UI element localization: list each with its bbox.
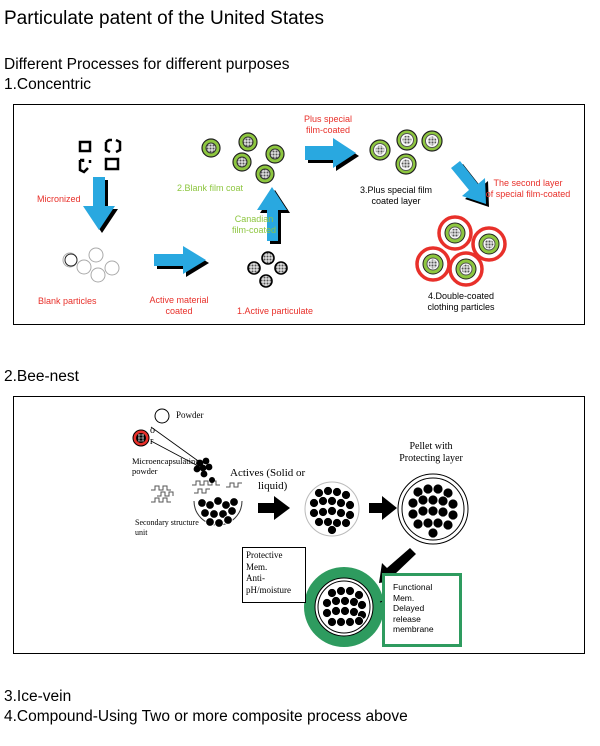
arrow-right-plus-special [305, 138, 359, 171]
functional-membrane-pellet-icon [304, 567, 384, 647]
section-heading-bee-nest: 2.Bee-nest [4, 368, 79, 385]
label-powder: Powder [176, 410, 204, 420]
page-title: Particulate patent of the United States [4, 8, 325, 29]
blank-particles-icon [62, 247, 120, 283]
page-subtitle: Different Processes for different purpos… [4, 56, 290, 73]
section-heading-ice-vein: 3.Ice-vein [4, 688, 72, 705]
raw-powder-icon [78, 138, 122, 174]
arrow-up-canadian [257, 187, 290, 244]
second-nest-icon [304, 481, 360, 537]
concentric-panel: Micronized Blank particles Active materi… [13, 104, 585, 325]
converging-lines [150, 426, 202, 468]
arrow-right-1 [258, 496, 290, 520]
label-blank-particles: Blank particles [38, 296, 97, 306]
first-nest-icon [193, 477, 243, 528]
active-particulate-icon [247, 251, 288, 288]
pellet-protecting-layer-icon [397, 473, 469, 545]
plus-special-film-icon [369, 129, 443, 175]
section-heading-concentric: 1.Concentric [4, 76, 92, 93]
blank-film-coat-icon [201, 132, 285, 184]
label-active-particulate: 1.Active particulate [237, 306, 314, 316]
label-blank-film-coat: 2.Blank film coat [177, 183, 244, 193]
arrow-right-2 [369, 496, 397, 520]
arrow-down-micronized [83, 177, 118, 233]
label-micronized: Micronized [37, 194, 81, 204]
concentric-diagram [62, 129, 507, 288]
powder-icon [154, 408, 170, 424]
secondary-structure-icon [151, 480, 242, 503]
bee-nest-diagram [132, 408, 469, 647]
microcapsule-icon [132, 429, 150, 447]
double-coated-particles-icon [415, 215, 507, 287]
arrow-right-active-coated [154, 246, 209, 277]
section-heading-compound: 4.Compound-Using Two or more composite p… [4, 708, 408, 725]
label-or-o: o [150, 425, 155, 436]
microencapsulating-cluster-icon [193, 457, 213, 478]
arrow-diagonal-second-layer [451, 161, 489, 207]
label-or-r: r [150, 436, 154, 447]
